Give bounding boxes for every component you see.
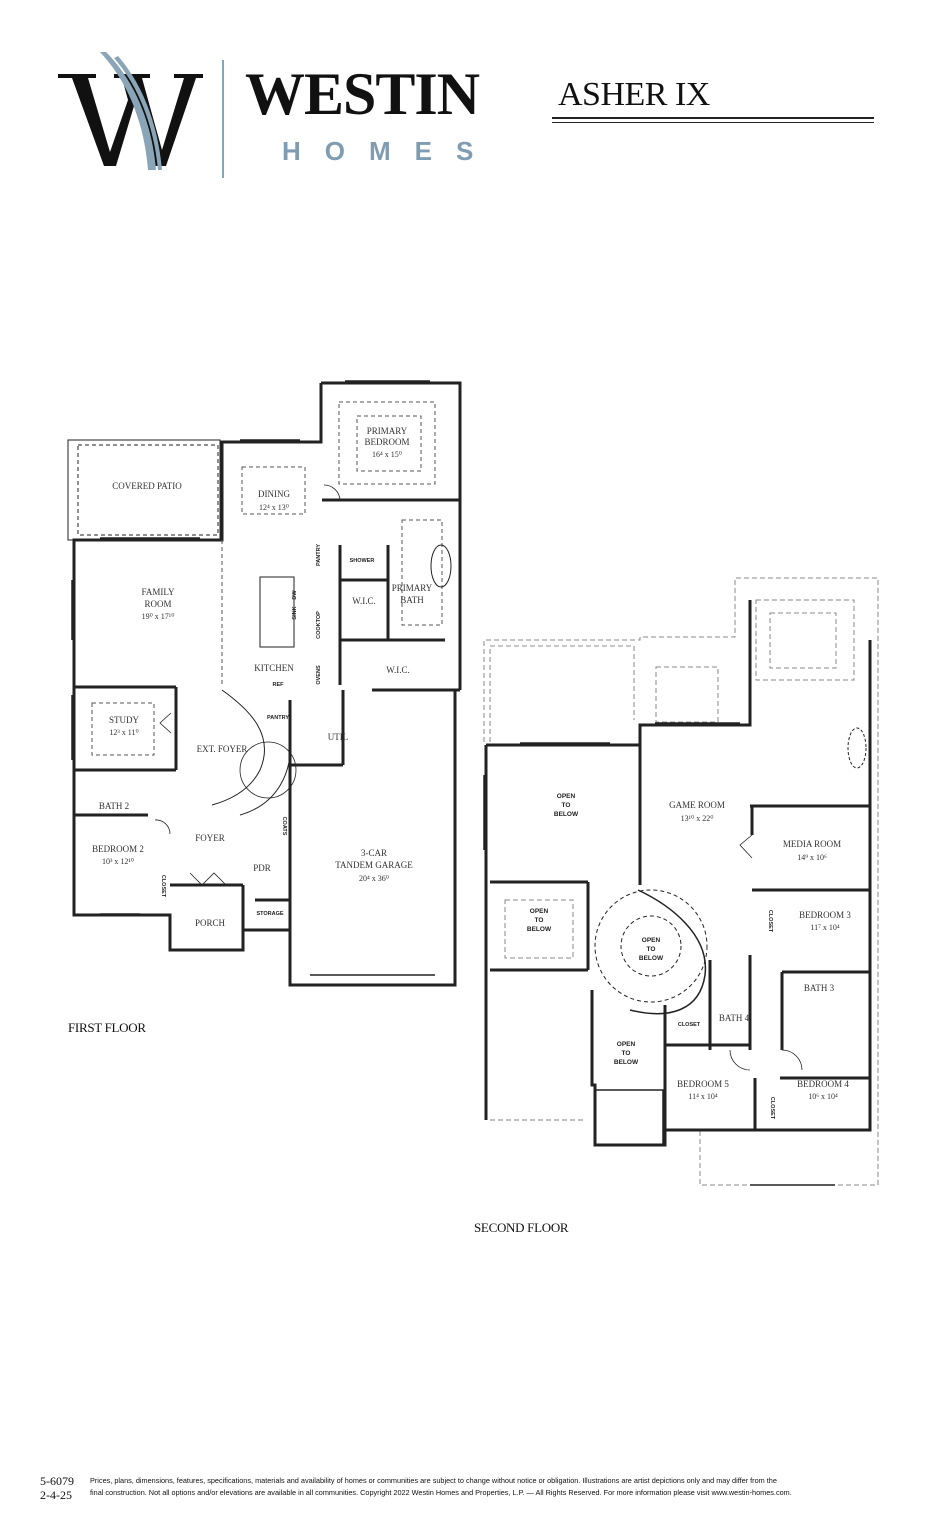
room-bedroom-5-dims: 11⁴ x 10⁴ [688,1092,717,1101]
room-game-room-dims: 13¹⁰ x 22⁰ [681,814,714,823]
room-primary-bedroom-1: PRIMARY [367,426,408,436]
plan-name: ASHER IX [558,76,710,113]
footer-disclaimer: Prices, plans, dimensions, features, spe… [90,1475,900,1499]
first-floor-labels: COVERED PATIO DINING 12⁴ x 13⁰ PRIMARY B… [92,426,433,928]
room-media-room: MEDIA ROOM [783,839,841,849]
label-coats: COATS [281,817,287,836]
room-game-room: GAME ROOM [669,800,725,810]
room-primary-bedroom-2: BEDROOM [364,437,409,447]
disclaimer-line-1: Prices, plans, dimensions, features, spe… [90,1476,777,1485]
second-floor-labels: OPEN TO BELOW OPEN TO BELOW OPEN TO BELO… [527,793,851,1120]
room-study-dims: 12³ x 11⁰ [109,728,138,737]
room-bedroom-5: BEDROOM 5 [677,1079,729,1089]
room-shower: SHOWER [350,558,375,564]
otb-4-l2: TO [622,1050,631,1057]
second-floor-label: SECOND FLOOR [474,1220,569,1235]
room-bath-2: BATH 2 [99,801,129,811]
label-pantry: PANTRY [316,544,322,566]
label-closet-3: CLOSET [769,1097,775,1120]
room-bedroom-3: BEDROOM 3 [799,910,851,920]
otb-3-l3: BELOW [639,955,664,962]
second-floor-plan [483,577,879,1186]
label-ovens: OVENS [316,665,322,685]
otb-1-l2: TO [562,802,571,809]
room-porch: PORCH [195,918,226,928]
room-study: STUDY [109,715,140,725]
room-media-room-dims: 14⁹ x 10⁶ [797,853,827,862]
otb-2-l2: TO [535,917,544,924]
otb-2-l3: BELOW [527,926,552,933]
room-family-2: ROOM [144,599,171,609]
room-family-1: FAMILY [142,587,175,597]
room-bath-3: BATH 3 [804,983,835,993]
room-ext-foyer: EXT. FOYER [197,744,248,754]
otb-4-l3: BELOW [614,1059,639,1066]
otb-4-l1: OPEN [617,1041,636,1048]
otb-3-l2: TO [647,946,656,953]
room-family-dims: 19⁰ x 17¹⁰ [142,612,175,621]
room-bath-4: BATH 4 [719,1013,750,1023]
otb-1-l3: BELOW [554,811,579,818]
room-garage-dims: 20⁴ x 36⁰ [359,874,389,883]
logo-divider [222,60,224,178]
room-garage-2: TANDEM GARAGE [335,860,413,870]
plan-code: 5-6079 [40,1474,74,1488]
otb-1-l1: OPEN [557,793,576,800]
label-sink: SINK [292,606,298,619]
label-closet-1: CLOSET [678,1022,701,1028]
plan-date: 2-4-25 [40,1488,72,1502]
otb-3-l1: OPEN [642,937,661,944]
label-pantry-2: PANTRY [267,715,289,721]
westin-w-logo-icon [58,52,203,170]
room-storage: STORAGE [256,911,283,917]
room-util: UTIL [328,732,349,742]
label-ref: REF [273,682,285,688]
room-dining-dims: 12⁴ x 13⁰ [259,503,289,512]
plan-name-rule-thin [552,122,874,123]
room-garage-1: 3-CAR [361,848,387,858]
room-covered-patio: COVERED PATIO [112,481,182,491]
label-closet-2: CLOSET [767,910,773,933]
room-bedroom-3-dims: 11⁷ x 10⁴ [810,923,839,932]
otb-2-l1: OPEN [530,908,549,915]
disclaimer-line-2: final construction. Not all options and/… [90,1488,792,1497]
label-cooktop: COOKTOP [316,611,322,639]
room-kitchen: KITCHEN [254,663,294,673]
first-floor-label: FIRST FLOOR [68,1020,146,1035]
brand-name: WESTIN [245,61,480,127]
brand-subtitle: HOMES [282,136,498,166]
first-floor-plan [67,380,462,987]
plan-name-rule [552,117,874,119]
room-bedroom-4-dims: 10⁶ x 10⁴ [808,1092,838,1101]
room-foyer: FOYER [195,833,225,843]
room-wic-1: W.I.C. [352,596,375,606]
room-bedroom-2-dims: 10³ x 12¹⁰ [102,857,134,866]
room-primary-bath-2: BATH [400,595,424,605]
room-bedroom-4: BEDROOM 4 [797,1079,849,1089]
room-primary-bedroom-dims: 16⁴ x 15⁰ [372,450,402,459]
room-bedroom-2: BEDROOM 2 [92,844,144,854]
label-dw: DW [292,590,298,600]
room-pdr: PDR [253,863,271,873]
label-closet: CLOSET [160,875,166,898]
room-primary-bath-1: PRIMARY [392,583,433,593]
room-dining: DINING [258,489,290,499]
room-wic-2: W.I.C. [386,665,409,675]
footer-codes: 5-6079 2-4-25 [40,1474,74,1502]
